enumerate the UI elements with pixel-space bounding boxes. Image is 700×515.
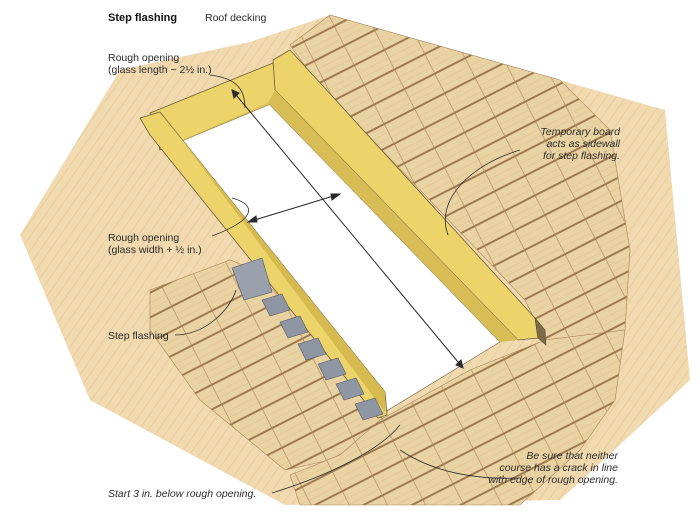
leader-start-below: [271, 424, 401, 494]
leader-be-sure: [399, 449, 521, 479]
leader-rough-length: [209, 74, 246, 109]
label-rough-opening-length-line1: Rough opening: [108, 52, 180, 64]
temporary-board-inner-face: [268, 90, 518, 342]
label-temporary-board-line2: acts as sidewall: [546, 138, 620, 150]
label-start-below: Start 3 in. below rough opening.: [108, 488, 257, 500]
label-temporary-board: Temporary board acts as sidewall for ste…: [508, 126, 620, 162]
width-dimension-line: [247, 193, 341, 223]
shingle-field-upper: [289, 14, 631, 341]
label-temporary-board-line3: for step flashing.: [542, 150, 620, 162]
step-flashing-pieces: [231, 257, 384, 421]
diagram-title: Step flashing: [108, 12, 178, 24]
label-roof-decking: Roof decking: [205, 12, 267, 24]
label-rough-opening-length: Rough opening (glass length − 2½ in.): [108, 52, 212, 76]
label-step-flashing: Step flashing: [108, 330, 169, 342]
label-rough-opening-width: Rough opening (glass width + ½ in.): [108, 232, 202, 256]
leader-rough-width: [211, 197, 249, 237]
label-be-sure: Be sure that neither course has a crack …: [478, 450, 618, 486]
label-be-sure-line2: course has a crack in line: [499, 462, 618, 474]
temporary-board-end: [534, 316, 547, 346]
shingle-field-lower: [289, 329, 626, 506]
top-header-inner-face: [160, 100, 280, 150]
leader-temporary-board: [444, 149, 521, 236]
label-be-sure-line3: with edge of rough opening.: [488, 474, 618, 486]
dimension-lines: [231, 89, 464, 369]
leader-lines: [174, 74, 521, 494]
label-rough-opening-width-line1: Rough opening: [108, 232, 180, 244]
label-rough-opening-length-line2: (glass length − 2½ in.): [108, 64, 212, 76]
label-be-sure-line1: Be sure that neither: [526, 450, 618, 462]
length-dimension-line: [231, 89, 464, 369]
leader-step-flashing: [174, 289, 237, 336]
label-rough-opening-width-line2: (glass width + ½ in.): [108, 244, 202, 256]
label-temporary-board-line1: Temporary board: [540, 126, 620, 138]
